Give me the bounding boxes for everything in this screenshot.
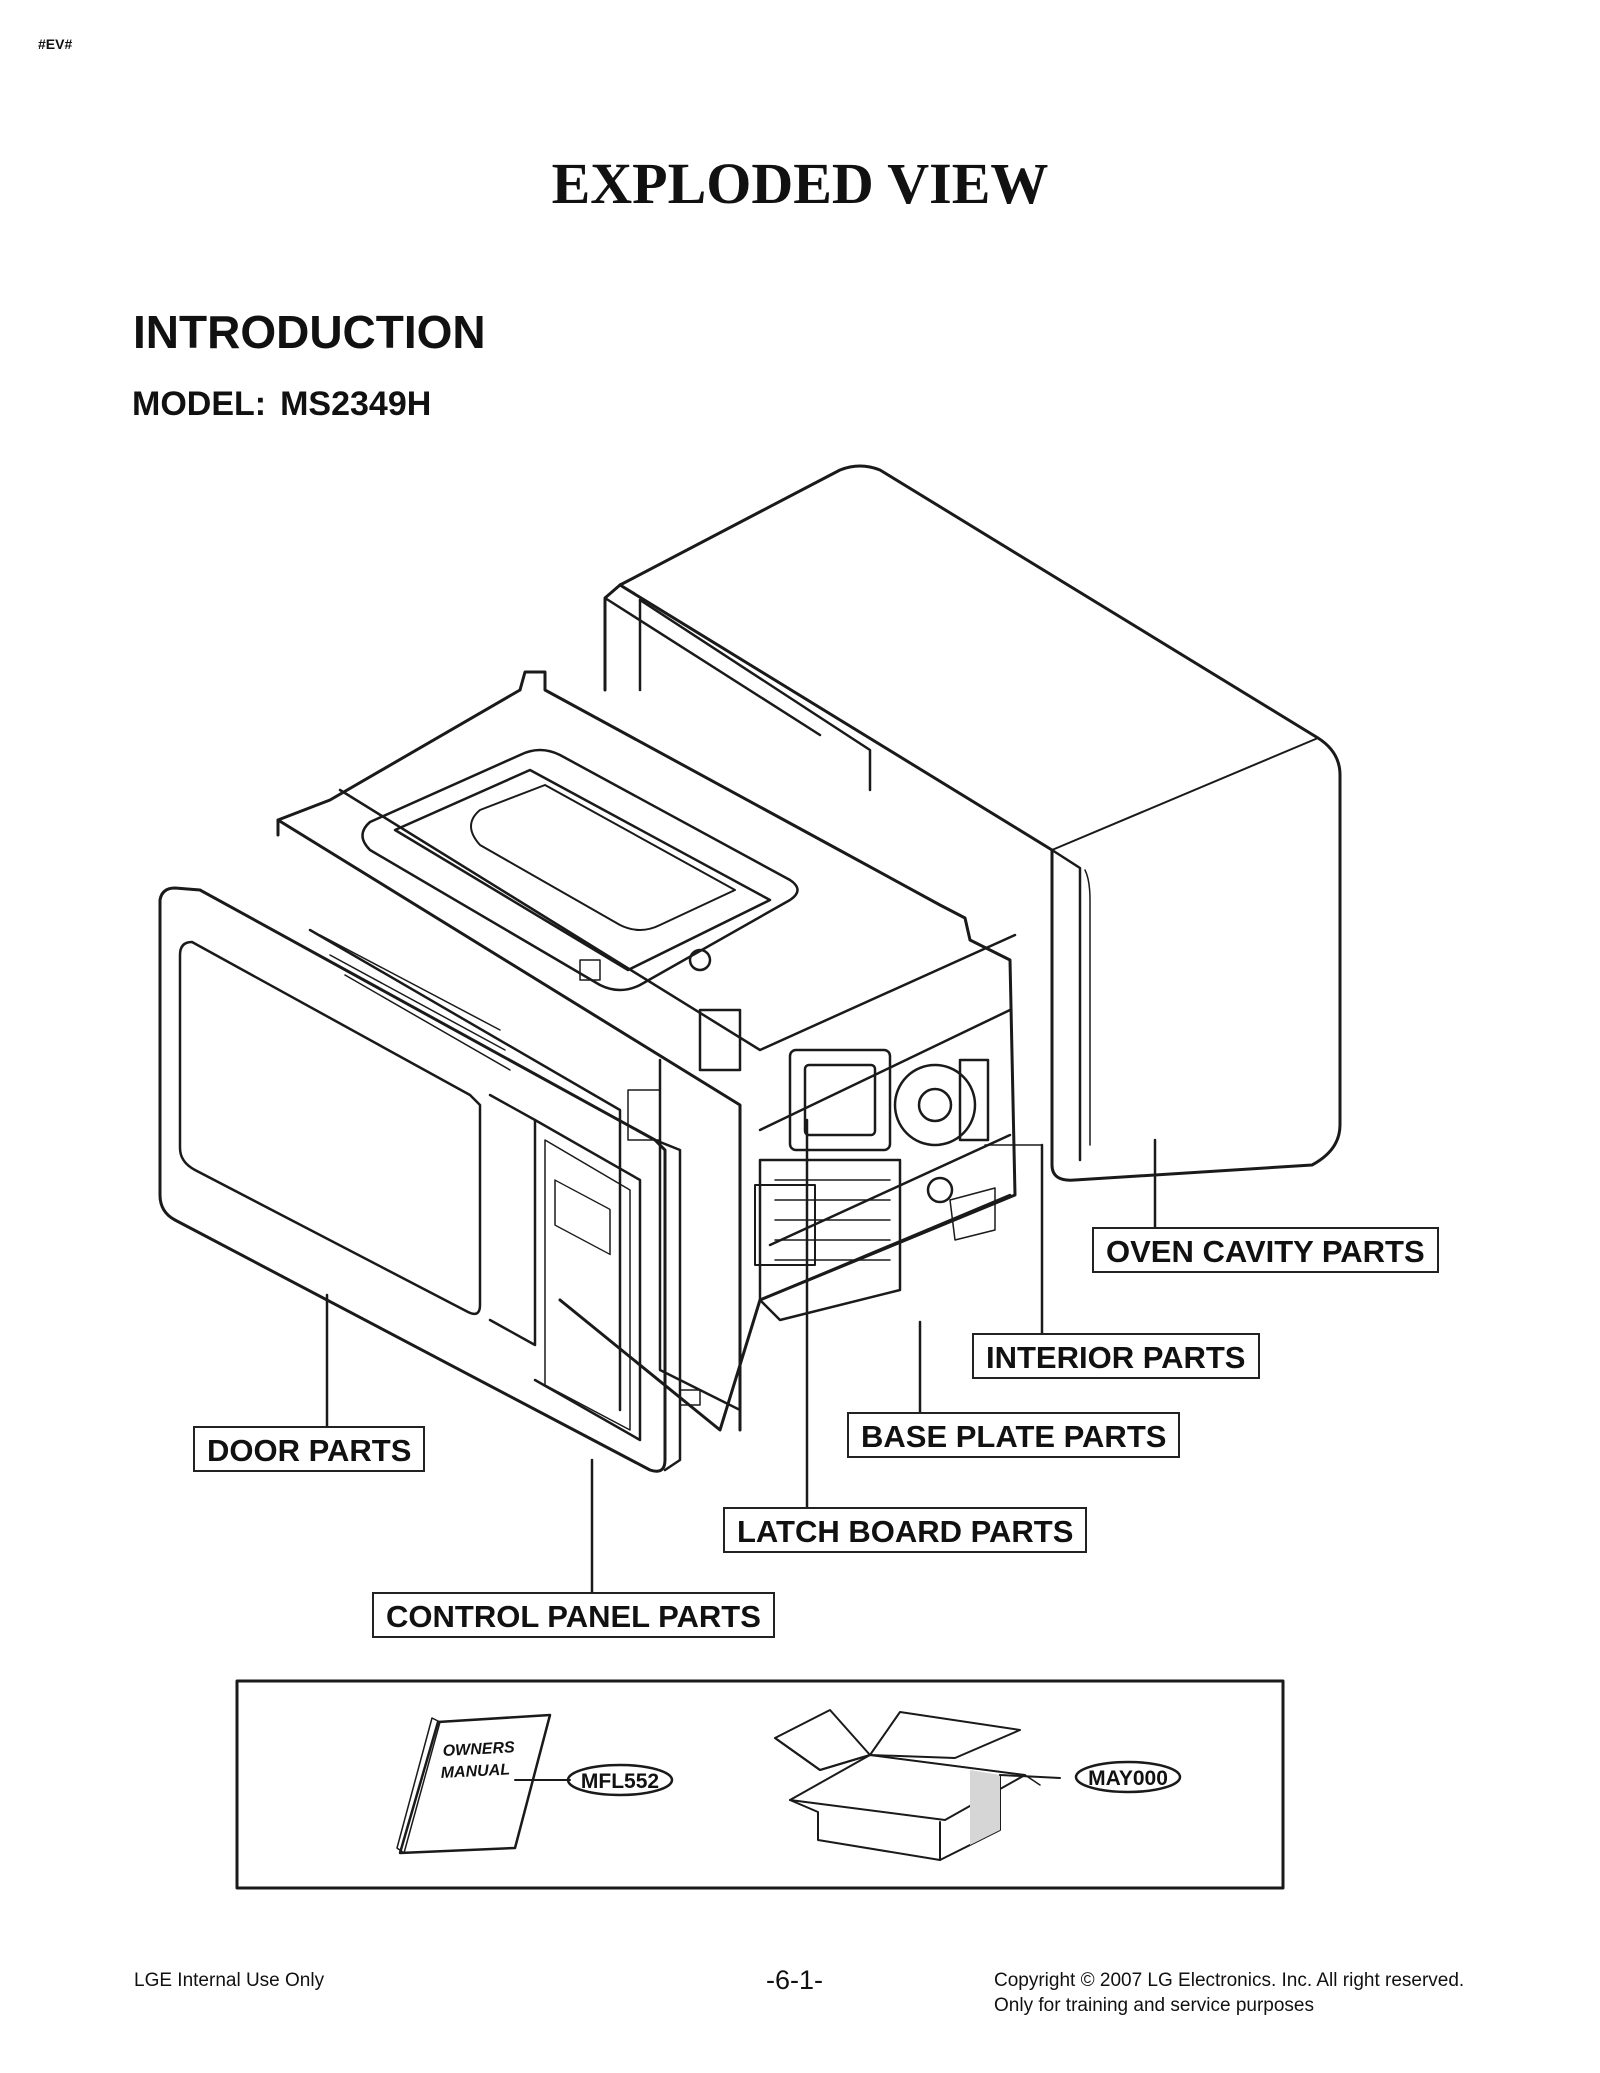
model-label: MODEL: (132, 385, 267, 423)
footer-copyright: Copyright © 2007 LG Electronics. Inc. Al… (994, 1970, 1465, 2016)
box-code-badge (1074, 1760, 1182, 1794)
accessories-box: OWNERS MANUAL MFL552 MAY000 (235, 1679, 1285, 1890)
inner-chassis-drawing (276, 670, 1017, 1432)
box-code: MAY000 (1088, 1767, 1168, 1790)
manual-code: MFL552 (581, 1770, 659, 1793)
manual-text-line1: OWNERS (442, 1739, 515, 1760)
door-drawing (158, 886, 682, 1473)
callout-interior-parts: INTERIOR PARTS (972, 1333, 1260, 1379)
footer-page-number: -6-1- (766, 1965, 824, 1995)
page-title: EXPLODED VIEW (551, 151, 1049, 216)
owners-manual-illustration: OWNERS MANUAL MFL552 (396, 1713, 674, 1855)
callout-latch-board-parts: LATCH BOARD PARTS (723, 1507, 1088, 1553)
footer-internal-use: LGE Internal Use Only (134, 1970, 325, 1991)
manual-code-badge (566, 1763, 674, 1797)
model-value: MS2349H (280, 385, 432, 423)
callout-control-panel-parts: CONTROL PANEL PARTS (372, 1592, 775, 1638)
section-title: INTRODUCTION (133, 306, 486, 358)
callout-oven-cavity-parts: OVEN CAVITY PARTS (1092, 1227, 1439, 1273)
manual-text-line2: MANUAL (440, 1761, 510, 1782)
document-code: #EV# (38, 36, 73, 52)
model-line: MODEL: MS2349H (132, 385, 431, 424)
carton-box-illustration: MAY000 (774, 1709, 1182, 1861)
leader-lines (325, 1118, 1157, 1597)
callout-base-plate-parts: BASE PLATE PARTS (847, 1412, 1181, 1458)
accessories-frame (235, 1679, 1285, 1890)
callout-door-parts: DOOR PARTS (193, 1426, 426, 1472)
outer-cabinet-drawing (603, 464, 1342, 1182)
